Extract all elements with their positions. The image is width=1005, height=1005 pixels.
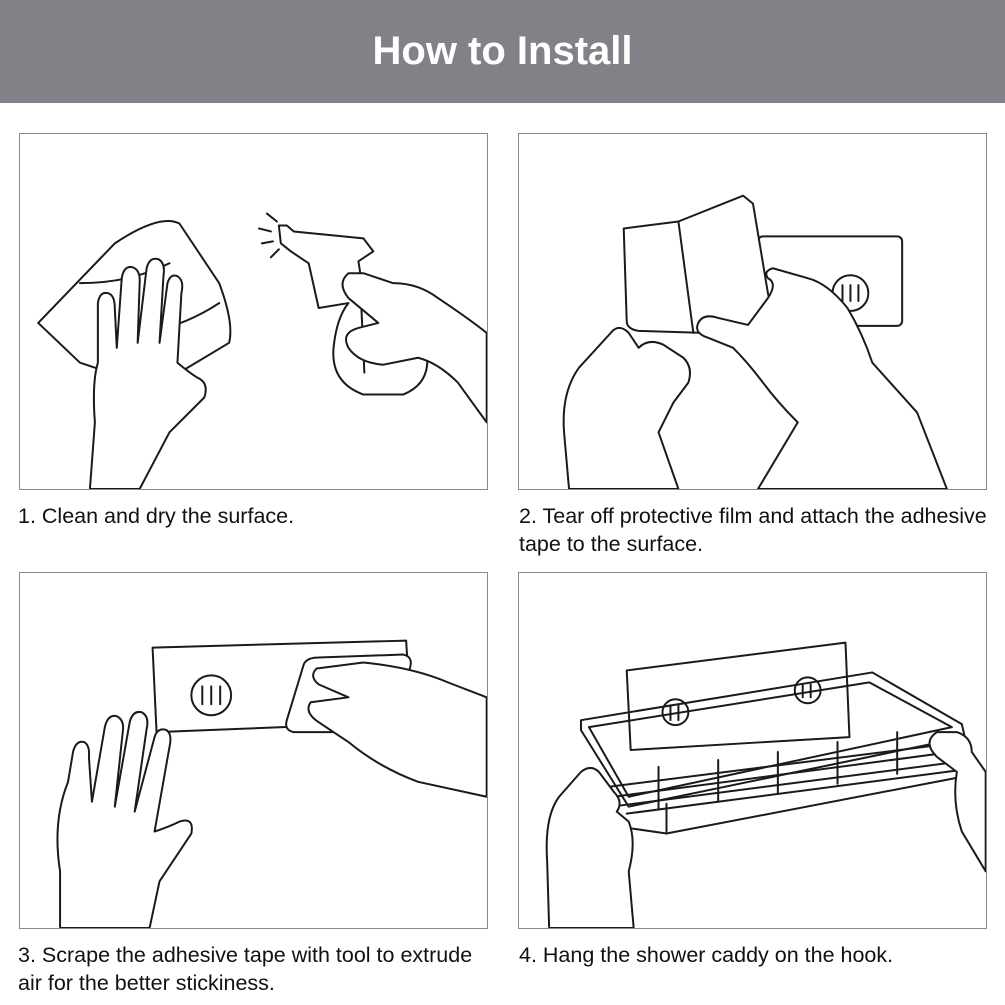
left-hand: [564, 328, 690, 489]
step-3-illustration: [19, 572, 488, 929]
step-1-illustration: [19, 133, 488, 490]
header-banner: How to Install: [0, 0, 1005, 103]
right-hand: [342, 273, 486, 422]
step-1-caption: 1. Clean and dry the surface.: [18, 502, 488, 530]
adhesive-tape: [627, 643, 850, 750]
step-4-illustration: [518, 572, 987, 929]
wipe-and-spray-illustration: [20, 134, 487, 489]
peel-film-illustration: [519, 134, 986, 489]
right-hand: [930, 732, 986, 871]
hang-caddy-illustration: [519, 573, 986, 928]
protective-film: [624, 196, 770, 333]
step-2-caption: 2. Tear off protective film and attach t…: [519, 502, 989, 558]
scrape-tape-illustration: [20, 573, 487, 928]
step-4-caption: 4. Hang the shower caddy on the hook.: [519, 941, 989, 969]
step-2-illustration: [518, 133, 987, 490]
left-hand: [57, 712, 191, 928]
right-hand: [308, 662, 486, 796]
page-title: How to Install: [373, 29, 633, 74]
step-3-caption: 3. Scrape the adhesive tape with tool to…: [18, 941, 488, 997]
